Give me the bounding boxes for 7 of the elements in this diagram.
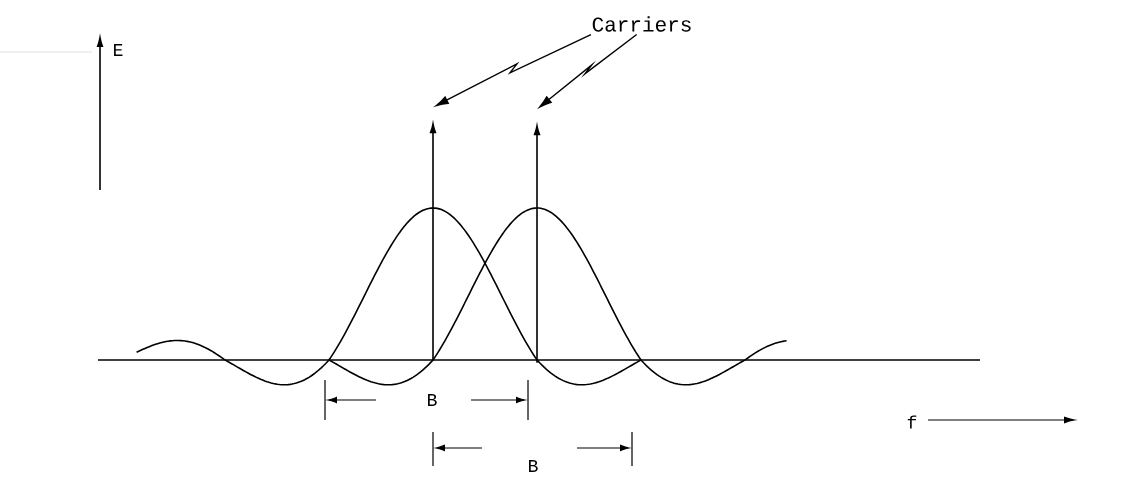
dimension-label: B [529,460,538,472]
axis-label: f [907,415,917,429]
annotation-text: Carriers [592,16,691,32]
leader-line [435,33,592,107]
leader-line [539,33,638,108]
dimension-label: B [428,394,437,406]
axis-label: E [114,44,123,56]
